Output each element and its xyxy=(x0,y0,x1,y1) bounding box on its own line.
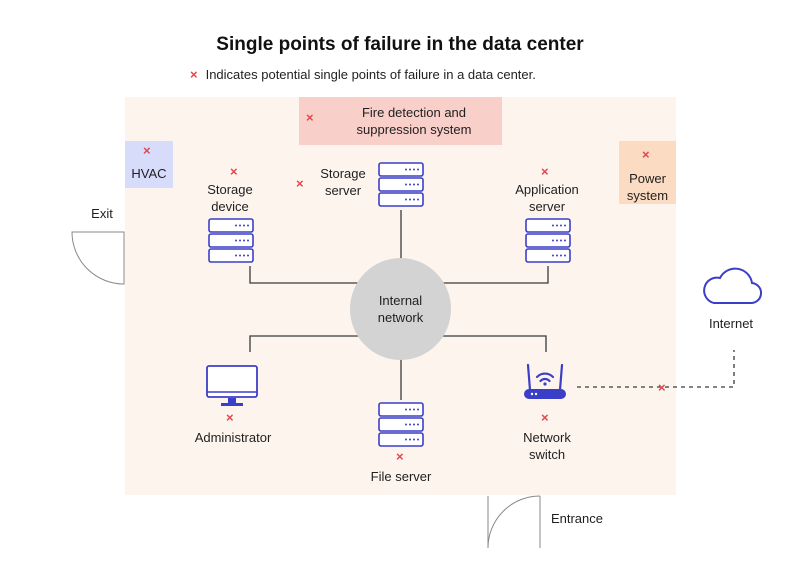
storage-server-label: Storage server xyxy=(320,166,366,198)
door-icon xyxy=(71,231,125,285)
router-icon xyxy=(524,363,566,399)
server-icon xyxy=(208,218,254,263)
fire-system-area: × Fire detection and suppression system xyxy=(299,97,502,145)
internal-network-label: Internal network xyxy=(377,293,424,325)
failure-marker-icon: × xyxy=(306,110,314,125)
server-icon xyxy=(378,402,424,447)
power-system-label: Power system xyxy=(626,171,669,203)
failure-marker-icon: × xyxy=(226,410,234,425)
diagram-title: Single points of failure in the data cen… xyxy=(216,34,584,55)
failure-marker-icon: × xyxy=(541,164,549,179)
failure-marker-icon: × xyxy=(541,410,549,425)
legend-text: Indicates potential single points of fai… xyxy=(205,67,536,82)
link-network-switch xyxy=(437,335,547,352)
failure-marker-icon: × xyxy=(396,449,404,464)
failure-marker-icon: × xyxy=(143,143,151,158)
storage-device-label: Storage device xyxy=(207,182,253,214)
hvac-area: × HVAC xyxy=(125,141,173,188)
hvac-label: HVAC xyxy=(131,166,167,181)
server-icon xyxy=(378,162,424,207)
failure-marker-icon: × xyxy=(296,176,304,191)
failure-marker-icon: × xyxy=(658,380,666,395)
door-icon xyxy=(487,495,541,549)
fire-system-label: Fire detection and suppression system xyxy=(356,105,472,137)
entrance-label: Entrance xyxy=(550,511,604,526)
link-application-server xyxy=(437,266,549,284)
internal-network-hub: Internal network xyxy=(350,258,451,360)
power-system-area: × Power system xyxy=(619,141,676,204)
administrator-label: Administrator xyxy=(194,430,272,445)
internet-label: Internet xyxy=(708,316,754,331)
link-administrator xyxy=(249,335,365,352)
monitor-icon xyxy=(206,365,258,406)
link-storage-device xyxy=(249,266,365,284)
server-icon xyxy=(525,218,571,263)
network-switch-label: Network switch xyxy=(523,430,571,462)
legend: × Indicates potential single points of f… xyxy=(190,67,536,82)
application-server-label: Application server xyxy=(515,182,579,214)
cloud-icon xyxy=(703,267,762,305)
exit-label: Exit xyxy=(91,206,113,221)
failure-marker-icon: × xyxy=(190,67,198,82)
internet-link xyxy=(577,350,735,388)
failure-marker-icon: × xyxy=(230,164,238,179)
file-server-label: File server xyxy=(370,469,432,484)
failure-marker-icon: × xyxy=(642,147,650,162)
